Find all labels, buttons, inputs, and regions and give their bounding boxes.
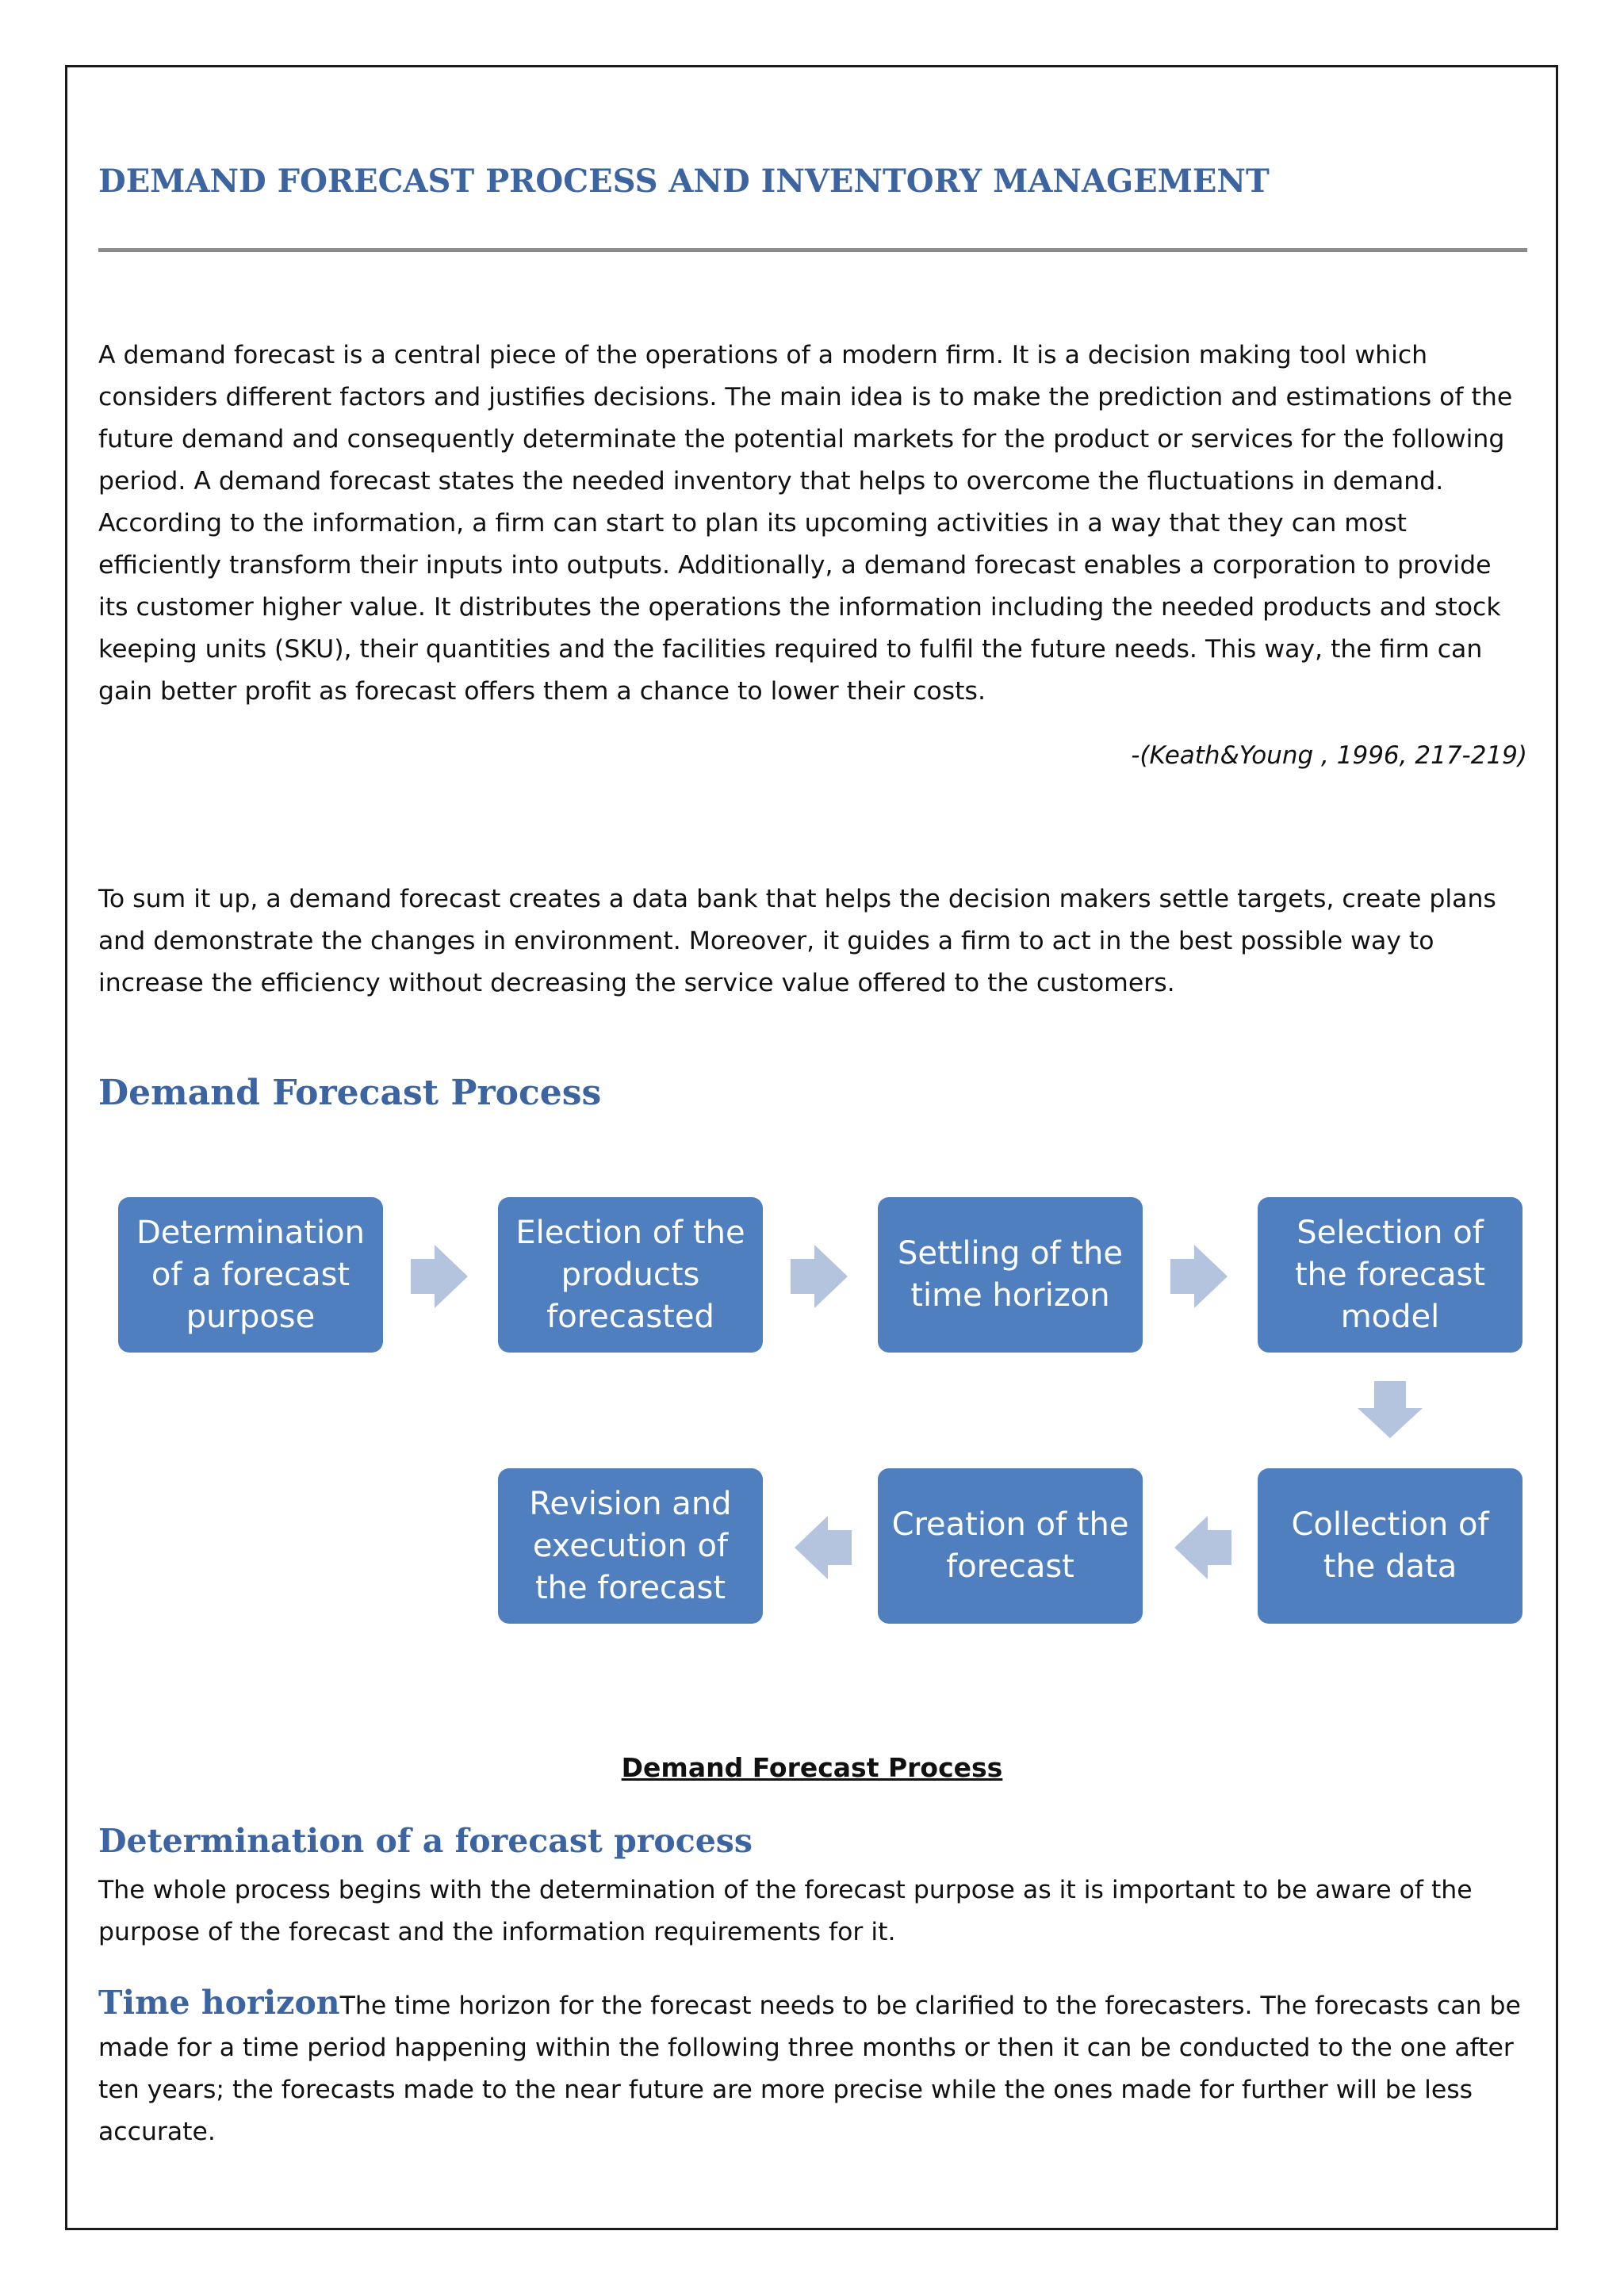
title-divider xyxy=(98,248,1527,252)
process-step-7: Revision and execution of the forecast xyxy=(498,1468,763,1624)
citation: -(Keath&Young , 1996, 217-219) xyxy=(1131,741,1527,770)
time-horizon-paragraph: Time horizonThe time horizon for the for… xyxy=(98,1982,1526,2153)
document-title: DEMAND FORECAST PROCESS AND INVENTORY MA… xyxy=(98,163,1270,200)
diagram-caption: Demand Forecast Process xyxy=(621,1752,1003,1783)
process-section-heading: Demand Forecast Process xyxy=(98,1073,602,1113)
intro-paragraph: A demand forecast is a central piece of … xyxy=(98,341,1513,706)
time-horizon-heading: Time horizon xyxy=(98,1984,340,2022)
page-border xyxy=(65,65,1558,2230)
process-step-1: Determination of a forecast purpose xyxy=(118,1197,383,1353)
process-step-2: Election of the products forecasted xyxy=(498,1197,763,1353)
determination-paragraph: The whole process begins with the determ… xyxy=(98,1876,1473,1946)
process-step-3: Settling of the time horizon xyxy=(878,1197,1143,1353)
process-step-4: Selection of the forecast model xyxy=(1258,1197,1522,1353)
process-step-6: Creation of the forecast xyxy=(878,1468,1143,1624)
summary-paragraph: To sum it up, a demand forecast creates … xyxy=(98,885,1496,997)
determination-heading: Determination of a forecast process xyxy=(98,1822,753,1860)
process-step-5: Collection of the data xyxy=(1258,1468,1522,1624)
time-horizon-text: The time horizon for the forecast needs … xyxy=(98,1992,1521,2146)
